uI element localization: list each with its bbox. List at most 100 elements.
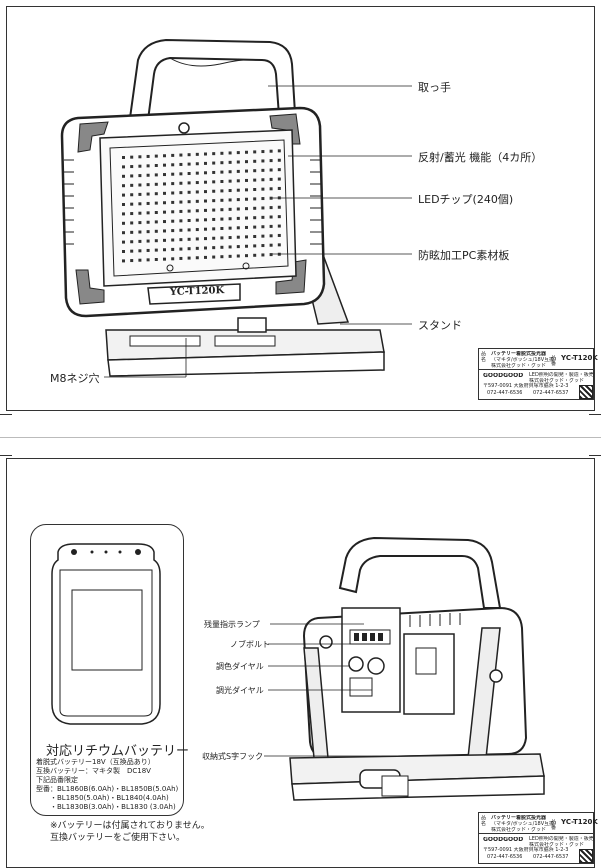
qr-code-icon [579, 849, 593, 863]
led-chip [138, 202, 142, 206]
led-chip [130, 212, 134, 216]
led-chip [245, 178, 248, 182]
led-chip [277, 177, 281, 181]
page-divider [0, 437, 601, 438]
address: 〒597-0091 大阪府貝塚市脇浜 1-2-3 [483, 847, 569, 853]
led-chip [195, 209, 199, 213]
led-chip [277, 158, 281, 162]
led-chip [212, 189, 216, 193]
led-chip [171, 172, 175, 176]
led-chip [171, 210, 175, 214]
battery-spec-line: 型番：BL1860B(6.0Ah)・BL1850B(5.0Ah) [36, 785, 179, 793]
led-chip [236, 151, 240, 155]
led-chip [163, 257, 166, 261]
led-chip-grid [122, 149, 281, 263]
led-chip [130, 249, 134, 253]
label-indicator-lamp: 残量指示ランプ [204, 620, 260, 629]
title-block-model: YC-T120K [561, 819, 598, 825]
led-chip [261, 253, 265, 257]
led-chip [154, 258, 158, 261]
led-chip [269, 215, 273, 219]
led-chip [253, 197, 257, 201]
led-chip [122, 165, 125, 169]
led-chip [187, 237, 191, 241]
led-chip [245, 150, 248, 154]
led-chip [228, 226, 232, 230]
led-chip [130, 202, 134, 206]
led-chip [171, 163, 175, 167]
led-chip [195, 246, 199, 250]
led-chip [130, 230, 134, 234]
battery-spec-line: 着脱式バッテリー18V（互換品あり） [36, 758, 155, 766]
led-chip [236, 188, 240, 192]
led-chip [122, 259, 125, 263]
led-chip [236, 179, 240, 183]
led-chip [220, 236, 224, 240]
led-chip [154, 211, 158, 214]
led-chip [228, 254, 232, 258]
led-chip [130, 240, 134, 244]
led-chip [171, 238, 175, 242]
title-block-col1: 品名 [481, 815, 487, 827]
label-s-hook: 収納式S字フック [202, 752, 264, 761]
led-chip [179, 247, 183, 251]
led-chip [138, 230, 142, 234]
battery-spec-list: 着脱式バッテリー18V（互換品あり） 互換バッテリー：マキタ製 DC18V 下記… [36, 758, 178, 812]
led-chip [236, 169, 240, 173]
led-chip [187, 228, 191, 232]
led-chip [212, 217, 216, 221]
led-chip [195, 199, 199, 203]
led-chip [204, 218, 207, 222]
led-chip [228, 236, 232, 240]
led-chip [154, 248, 158, 252]
label-color-dial: 調色ダイヤル [216, 662, 264, 671]
led-chip [269, 206, 273, 210]
led-chip [171, 229, 175, 233]
led-chip [245, 188, 248, 192]
title-block-col1: 品名 [481, 351, 487, 363]
brand-desc: LED照明の開発・製造・販売 [529, 372, 594, 378]
title-block-divider [479, 369, 593, 370]
led-chip [253, 244, 257, 248]
led-chip [154, 220, 158, 224]
led-chip [122, 203, 125, 206]
led-chip [179, 153, 183, 157]
page-1-frame [6, 6, 595, 411]
led-chip [212, 246, 216, 250]
led-chip [236, 160, 240, 164]
led-chip [204, 199, 207, 203]
led-chip [146, 211, 150, 215]
led-chip [138, 239, 142, 243]
led-chip [187, 247, 191, 251]
led-chip [163, 154, 166, 158]
led-chip [212, 255, 216, 259]
led-chip [122, 240, 125, 244]
led-chip [154, 229, 158, 233]
led-chip [220, 189, 224, 193]
led-chip [253, 225, 257, 229]
led-chip [195, 228, 199, 232]
brand-desc: LED照明の開発・製造・販売 [529, 836, 594, 842]
led-chip [122, 231, 125, 235]
led-chip [179, 209, 183, 213]
led-chip [187, 181, 191, 185]
led-chip [261, 225, 265, 229]
led-chip [154, 239, 158, 243]
led-chip [228, 198, 232, 202]
notes: ※バッテリーは付属されておりません。 互換バッテリーをご使用下さい。 [50, 820, 210, 844]
led-chip [138, 183, 142, 187]
led-chip [212, 227, 216, 231]
title-block-model: YC-T120K [561, 355, 598, 361]
led-chip [236, 235, 240, 239]
title-block-name2: （マキタ/ボッシュ/18V互換） [491, 357, 560, 363]
led-chip [171, 191, 175, 195]
led-chip [236, 245, 240, 249]
title-block: 品名 バッテリー着脱式投光器 （マキタ/ボッシュ/18V互換） 株式会社グッド・… [478, 348, 598, 400]
led-chip [195, 218, 199, 222]
led-chip [204, 161, 207, 165]
led-chip [179, 256, 183, 260]
led-chip [236, 207, 240, 211]
led-chip [146, 173, 150, 177]
led-chip [154, 164, 158, 167]
led-chip [261, 178, 265, 182]
